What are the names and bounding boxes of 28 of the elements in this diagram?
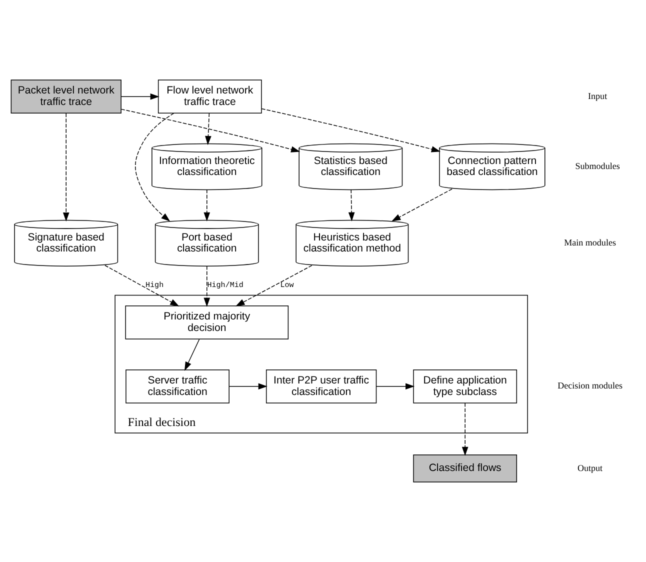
arrow — [205, 112, 212, 146]
node-box: Prioritized majority decision — [125, 305, 289, 340]
node-box: Flow level network traffic trace — [158, 80, 262, 114]
arrow — [204, 189, 210, 222]
arrow — [134, 112, 174, 222]
node-box: Server traffic classification — [126, 369, 230, 404]
arrow — [348, 189, 355, 222]
node-box: Define application type subclass — [413, 369, 518, 404]
label: Submodules — [575, 161, 620, 172]
arrow — [261, 108, 441, 152]
label: Output — [578, 462, 603, 473]
arrow — [236, 265, 312, 306]
node-box: Packet level network traffic trace — [10, 80, 122, 114]
label: Main modules — [564, 238, 616, 248]
arrow — [228, 383, 268, 390]
node-box: Inter P2P user traffic classification — [266, 369, 377, 404]
arrow — [376, 383, 415, 390]
arrow — [120, 108, 300, 152]
label: Input — [588, 90, 608, 101]
arrow — [392, 188, 452, 222]
arrow — [62, 113, 70, 222]
arrow — [184, 338, 200, 371]
label: Decision modules — [558, 380, 622, 391]
arrow — [204, 266, 210, 307]
arrow — [462, 402, 468, 456]
node-box: Classified flows — [413, 454, 518, 482]
arrow — [104, 265, 180, 306]
arrow — [120, 93, 160, 100]
